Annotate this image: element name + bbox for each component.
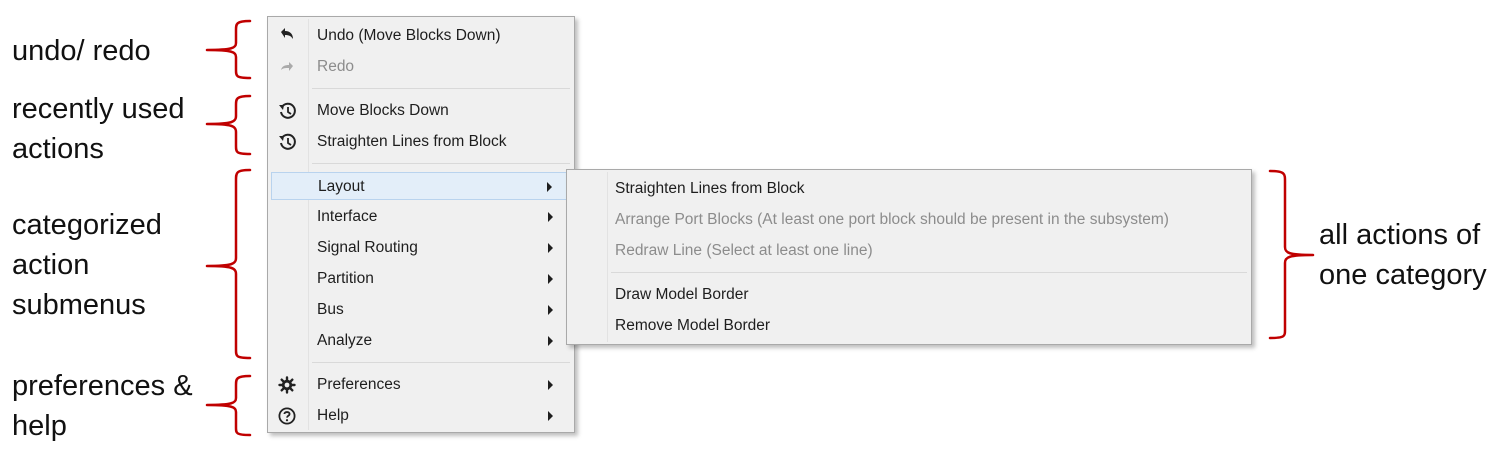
submenu-arrow-icon bbox=[548, 411, 553, 421]
menu-item-label: Help bbox=[317, 407, 349, 424]
menu-item-undo[interactable]: Undo (Move Blocks Down) bbox=[271, 22, 569, 50]
annotation-preferences-help: preferences & help bbox=[12, 370, 193, 442]
menu-item-bus[interactable]: Bus bbox=[271, 296, 569, 324]
help-circle-icon bbox=[278, 407, 296, 425]
menu-item-label: Straighten Lines from Block bbox=[317, 133, 507, 150]
submenu-arrow-icon bbox=[548, 274, 553, 284]
bracket-recent bbox=[205, 94, 252, 156]
menu-separator bbox=[312, 88, 570, 89]
history-icon bbox=[279, 102, 296, 119]
menu-separator bbox=[312, 163, 570, 164]
annotation-all-actions: all actions of one category bbox=[1319, 219, 1487, 291]
submenu-separator bbox=[611, 272, 1247, 273]
submenu-item-label: Remove Model Border bbox=[615, 317, 771, 334]
menu-item-label: Bus bbox=[317, 301, 344, 318]
menu-item-label: Signal Routing bbox=[317, 239, 418, 256]
submenu-arrow-icon bbox=[548, 336, 553, 346]
submenu-item-remove-model-border[interactable]: Remove Model Border bbox=[570, 312, 1246, 340]
menu-item-label: Undo (Move Blocks Down) bbox=[317, 27, 501, 44]
menu-separator bbox=[312, 362, 570, 363]
redo-icon bbox=[281, 62, 293, 71]
submenu-arrow-icon bbox=[547, 182, 552, 192]
submenu-item-label: Straighten Lines from Block bbox=[615, 180, 805, 197]
menu-item-layout[interactable]: Layout bbox=[271, 172, 569, 200]
gear-icon bbox=[278, 376, 296, 394]
menu-item-interface[interactable]: Interface bbox=[271, 203, 569, 231]
submenu-arrow-icon bbox=[548, 212, 553, 222]
bracket-preferences-help bbox=[205, 374, 252, 437]
menu-item-redo[interactable]: Redo bbox=[271, 53, 569, 81]
submenu-arrow-icon bbox=[548, 305, 553, 315]
menu-item-recent-1[interactable]: Move Blocks Down bbox=[271, 97, 569, 125]
menu-item-analyze[interactable]: Analyze bbox=[271, 327, 569, 355]
context-menu: Undo (Move Blocks Down) Redo Move Blocks… bbox=[267, 16, 575, 433]
submenu-item-label: Redraw Line (Select at least one line) bbox=[615, 242, 873, 259]
submenu-arrow-icon bbox=[548, 380, 553, 390]
bracket-categorized bbox=[205, 168, 252, 360]
submenu-icon-gutter bbox=[607, 172, 608, 342]
annotation-recently-used: recently used actions bbox=[12, 93, 185, 165]
menu-item-recent-2[interactable]: Straighten Lines from Block bbox=[271, 128, 569, 156]
menu-item-signal-routing[interactable]: Signal Routing bbox=[271, 234, 569, 262]
annotation-categorized-submenus: categorized action submenus bbox=[12, 209, 162, 321]
menu-item-label: Redo bbox=[317, 58, 355, 75]
submenu-item-straighten-lines[interactable]: Straighten Lines from Block bbox=[570, 175, 1246, 203]
bracket-all-actions bbox=[1268, 169, 1315, 340]
menu-item-label: Layout bbox=[318, 178, 365, 195]
menu-item-help[interactable]: Help bbox=[271, 402, 569, 430]
submenu-arrow-icon bbox=[548, 243, 553, 253]
submenu-item-label: Arrange Port Blocks (At least one port b… bbox=[615, 211, 1169, 228]
layout-submenu: Straighten Lines from Block Arrange Port… bbox=[566, 169, 1252, 345]
menu-item-label: Interface bbox=[317, 208, 378, 225]
history-icon bbox=[279, 133, 296, 150]
submenu-item-arrange-port-blocks[interactable]: Arrange Port Blocks (At least one port b… bbox=[570, 206, 1246, 234]
undo-icon bbox=[281, 28, 293, 39]
submenu-item-label: Draw Model Border bbox=[615, 286, 749, 303]
annotation-undo-redo: undo/ redo bbox=[12, 35, 151, 67]
submenu-item-redraw-line[interactable]: Redraw Line (Select at least one line) bbox=[570, 237, 1246, 265]
menu-item-label: Partition bbox=[317, 270, 374, 287]
menu-item-partition[interactable]: Partition bbox=[271, 265, 569, 293]
menu-item-label: Preferences bbox=[317, 376, 401, 393]
submenu-item-draw-model-border[interactable]: Draw Model Border bbox=[570, 281, 1246, 309]
bracket-undo-redo bbox=[205, 19, 252, 80]
menu-item-preferences[interactable]: Preferences bbox=[271, 371, 569, 399]
menu-item-label: Analyze bbox=[317, 332, 373, 349]
menu-icon-gutter bbox=[308, 19, 309, 430]
menu-item-label: Move Blocks Down bbox=[317, 102, 449, 119]
